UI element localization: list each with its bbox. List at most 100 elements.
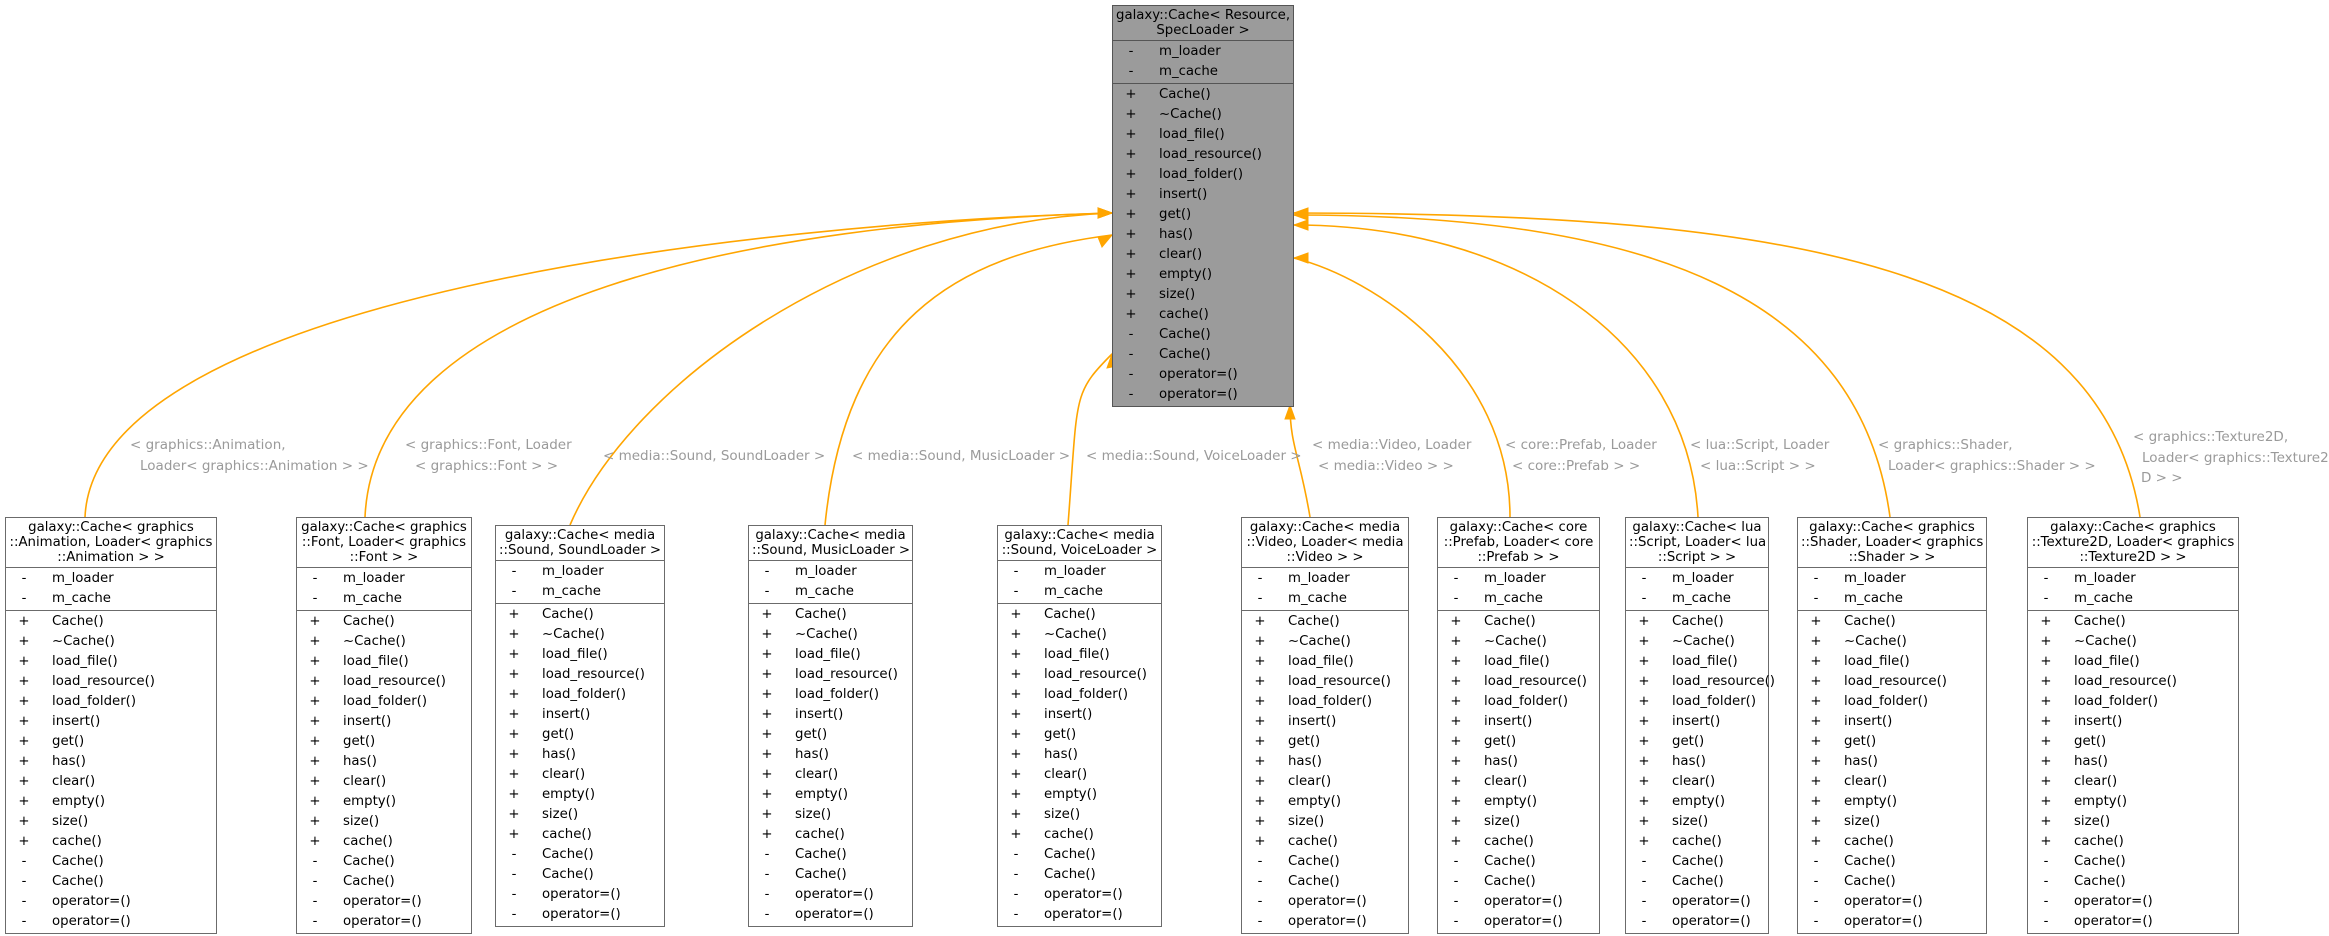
method-row: +Cache() [1242, 612, 1408, 632]
method-row: +get() [1113, 205, 1293, 225]
member-name: clear() [52, 774, 96, 789]
visibility-marker: + [1125, 167, 1137, 182]
member-name: m_loader [1159, 44, 1221, 59]
member-name: insert() [1159, 187, 1208, 202]
arrowhead [1097, 234, 1114, 248]
method-row: +insert() [1113, 185, 1293, 205]
derived-class-box[interactable]: galaxy::Cache< media::Sound, VoiceLoader… [997, 525, 1162, 927]
edge-label: Loader< graphics::Texture2 [2142, 450, 2329, 466]
derived-class-box[interactable]: galaxy::Cache< graphics::Shader, Loader<… [1797, 517, 1987, 934]
class-title-line: ::Texture2D, Loader< graphics [2031, 535, 2235, 550]
method-row: + size() [1113, 285, 1293, 305]
derived-class-box[interactable]: galaxy::Cache< media::Sound, SoundLoader… [495, 525, 665, 927]
visibility-marker: + [18, 694, 30, 709]
visibility-marker: - [1257, 874, 1263, 889]
class-title-line: ::Script > > [1657, 550, 1737, 565]
member-name: load_file() [1159, 127, 1225, 142]
visibility-marker: + [1450, 774, 1462, 789]
visibility-marker: - [1641, 894, 1647, 909]
member-name: load_folder() [1159, 167, 1244, 182]
visibility-marker: + [1638, 754, 1650, 769]
method-section: +Cache()+~Cache()+load_file()+load_resou… [1113, 84, 1293, 406]
member-name: has() [1288, 754, 1322, 769]
visibility-marker: + [761, 647, 773, 662]
visibility-marker: - [764, 907, 770, 922]
visibility-marker: + [1810, 794, 1822, 809]
derived-class-box[interactable]: galaxy::Cache< graphics::Font, Loader< g… [296, 517, 472, 934]
visibility-marker: + [1810, 754, 1822, 769]
visibility-marker: + [1254, 834, 1266, 849]
member-name: load_resource() [1288, 674, 1391, 689]
method-row: -Cache() [1242, 852, 1408, 872]
method-row: +load_file() [2028, 652, 2238, 672]
member-name: Cache() [795, 847, 847, 862]
visibility-marker: + [1125, 307, 1137, 322]
method-row: + empty() [6, 792, 216, 812]
visibility-marker: + [18, 794, 30, 809]
member-name: get() [795, 727, 828, 742]
method-row: +get() [1438, 732, 1599, 752]
class-title: galaxy::Cache< core::Prefab, Loader< cor… [1438, 518, 1599, 568]
visibility-marker: - [1453, 874, 1459, 889]
method-row: +has() [1798, 752, 1986, 772]
member-name: operator=() [795, 887, 874, 902]
class-title: galaxy::Cache< media::Video, Loader< med… [1242, 518, 1408, 568]
class-title: galaxy::Cache< graphics::Font, Loader< g… [297, 518, 471, 568]
visibility-marker: - [1128, 327, 1134, 342]
member-name: load_resource() [795, 667, 898, 682]
member-name: Cache() [52, 854, 104, 869]
method-row: +cache() [6, 832, 216, 852]
member-name: load_folder() [1484, 694, 1569, 709]
base-class-box[interactable]: galaxy::Cache< Resource,SpecLoader >-m_l… [1112, 5, 1294, 407]
visibility-marker: + [2040, 834, 2052, 849]
visibility-marker: + [309, 634, 321, 649]
member-name: empty() [52, 794, 106, 809]
member-name: cache() [1484, 834, 1534, 849]
visibility-marker: + [1450, 794, 1462, 809]
visibility-marker: + [2040, 774, 2052, 789]
member-name: clear() [1484, 774, 1528, 789]
member-name: cache() [1159, 307, 1209, 322]
visibility-marker: + [1450, 614, 1462, 629]
member-name: insert() [52, 714, 101, 729]
method-row: +insert() [496, 705, 664, 725]
member-name: ~Cache() [1159, 107, 1222, 122]
derived-class-box[interactable]: galaxy::Cache< core::Prefab, Loader< cor… [1437, 517, 1600, 934]
method-row: +get() [297, 732, 471, 752]
method-row: +has() [1626, 752, 1768, 772]
member-name: operator=() [1044, 907, 1123, 922]
derived-class-box[interactable]: galaxy::Cache< media::Sound, MusicLoader… [748, 525, 913, 927]
class-title: galaxy::Cache< media::Sound, MusicLoader… [749, 526, 912, 561]
visibility-marker: + [2040, 714, 2052, 729]
visibility-marker: + [1010, 747, 1022, 762]
visibility-marker: + [1125, 287, 1137, 302]
member-name: get() [1044, 727, 1077, 742]
member-name: size() [1044, 807, 1081, 822]
derived-class-box[interactable]: galaxy::Cache< graphics::Animation, Load… [5, 517, 217, 934]
derived-class-box[interactable]: galaxy::Cache< media::Video, Loader< med… [1241, 517, 1409, 934]
derived-class-box[interactable]: galaxy::Cache< lua::Script, Loader< lua:… [1625, 517, 1775, 934]
method-row: +load_file() [749, 645, 912, 665]
edge-label: < graphics::Animation, [130, 437, 286, 453]
visibility-marker: + [309, 794, 321, 809]
member-name: size() [1159, 287, 1196, 302]
visibility-marker: + [2040, 794, 2052, 809]
derived-class-box[interactable]: galaxy::Cache< graphics::Texture2D, Load… [2027, 517, 2239, 934]
method-row: +~Cache() [998, 625, 1161, 645]
visibility-marker: + [1010, 707, 1022, 722]
method-row: -operator=() [749, 885, 912, 905]
visibility-marker: + [1810, 814, 1822, 829]
method-row: +load_file() [297, 652, 471, 672]
member-name: cache() [1672, 834, 1722, 849]
member-name: ~Cache() [542, 627, 605, 642]
method-row: -operator=() [1626, 912, 1768, 932]
member-name: has() [1484, 754, 1518, 769]
member-name: clear() [1044, 767, 1088, 782]
method-row: +cache() [496, 825, 664, 845]
visibility-marker: + [1010, 667, 1022, 682]
class-title-line: galaxy::Cache< media [1004, 528, 1155, 543]
method-row: +~Cache() [1113, 105, 1293, 125]
visibility-marker: + [1810, 734, 1822, 749]
visibility-marker: + [1450, 834, 1462, 849]
visibility-marker: - [1013, 867, 1019, 882]
